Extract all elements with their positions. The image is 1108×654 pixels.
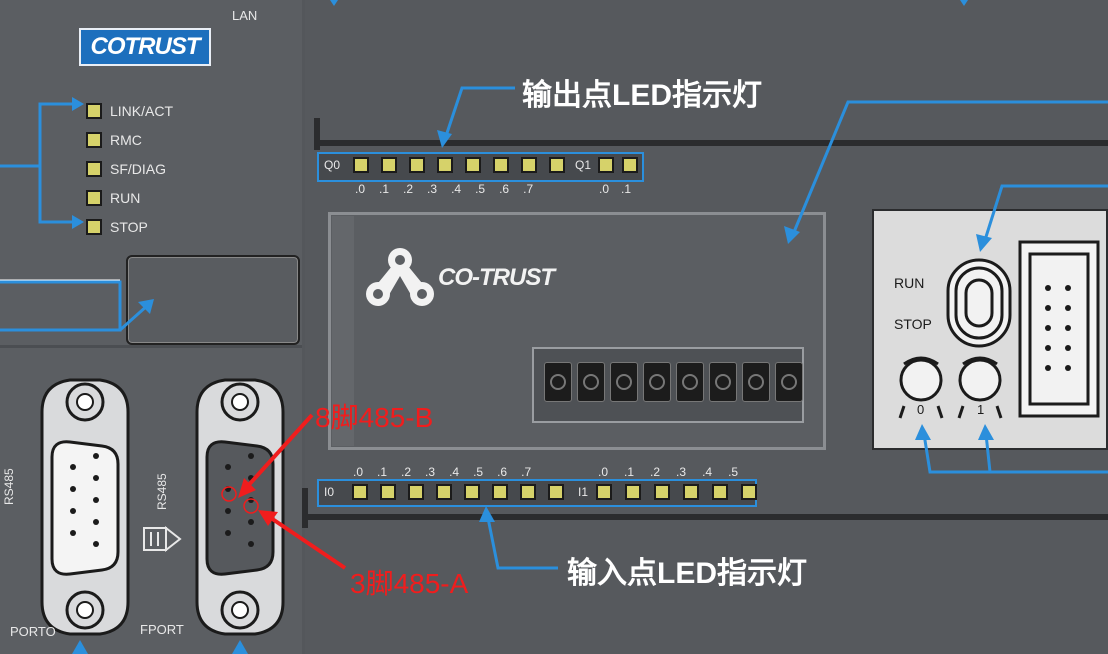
terminal-screw[interactable] [709,362,737,402]
fport-label: FPORT [140,622,184,637]
q1-led-row [598,157,638,173]
i0-led [380,484,396,500]
q0-led [465,157,481,173]
i1-led [683,484,699,500]
port-symbol-icon [143,525,182,553]
pin3-annotation: 3脚485-A [350,568,469,599]
terminal-screw[interactable] [742,362,770,402]
q0-led [409,157,425,173]
i1-label: I1 [578,485,589,499]
rail-bottom [302,514,1108,520]
q1-label: Q1 [575,158,592,172]
rail-left-bottom [302,488,308,528]
q0-led-row [353,157,565,173]
i1-ticks: .0.1 .2.3 .4.5 [598,465,739,479]
i0-led [408,484,424,500]
terminal-screw[interactable] [577,362,605,402]
led-icon [86,189,102,206]
indicator-stop: STOP [86,212,173,241]
co-trust-brand: CO-TRUST [438,264,555,291]
indicator-run: RUN [86,183,173,212]
q0-led [353,157,369,173]
terminal-screw[interactable] [676,362,704,402]
indicator-link-act: LINK/ACT [86,96,173,125]
q0-led [437,157,453,173]
q0-label: Q0 [324,158,341,172]
i0-led [548,484,564,500]
i0-led [352,484,368,500]
i1-led [596,484,612,500]
i1-led [712,484,728,500]
terminal-row [544,362,803,402]
i0-led-row [352,484,564,500]
porto-label: PORTO [10,624,56,639]
i0-led [436,484,452,500]
expansion-connector[interactable] [1018,240,1100,418]
label-window-edge [332,216,354,446]
i1-led-row [596,484,757,500]
porto-connector[interactable] [30,372,140,642]
pin8-annotation: 8脚485-B [315,402,434,433]
lan-label: LAN [232,8,258,23]
pot-1-label: 1 [977,402,985,417]
i0-led [464,484,480,500]
terminal-screw[interactable] [610,362,638,402]
q0-led [493,157,509,173]
led-icon [86,131,102,148]
terminal-screw[interactable] [643,362,671,402]
panel-divider [0,345,302,348]
i1-led [654,484,670,500]
q1-led [622,157,638,173]
switch-run-label: RUN [894,275,925,291]
pot-1-icon[interactable] [955,350,1007,422]
pot-0-icon[interactable] [896,350,948,422]
output-led-title: 输出点LED指示灯 [522,79,762,112]
q0-led [381,157,397,173]
run-stop-switch[interactable] [944,256,1014,350]
indicator-sf-diag: SF/DIAG [86,154,173,183]
input-led-title: 输入点LED指示灯 [567,557,807,590]
bottom-arrows [72,640,248,654]
rail-left-top [314,118,320,150]
pot-0-label: 0 [917,402,925,417]
i0-ticks: .0.1 .2.3 .4.5 .6.7 [353,465,532,479]
q1-ticks: .0.1 [599,182,632,196]
led-icon [86,160,102,177]
led-icon [86,102,102,119]
cotrust-logo: COTRUST [79,28,211,66]
i1-led [625,484,641,500]
q0-led [549,157,565,173]
terminal-screw[interactable] [544,362,572,402]
q0-ticks: .0.1 .2.3 .4.5 .6.7 [355,182,534,196]
terminal-screw[interactable] [775,362,803,402]
left-arrows [0,97,154,332]
indicator-rmc: RMC [86,125,173,154]
switch-stop-label: STOP [894,316,932,332]
q0-led [521,157,537,173]
i0-led [492,484,508,500]
co-trust-logo-icon [366,248,434,306]
i0-led [520,484,536,500]
i1-led [741,484,757,500]
i0-label: I0 [324,485,335,499]
card-slot [126,255,300,345]
led-icon [86,218,102,235]
q1-led [598,157,614,173]
status-indicator-list: LINK/ACT RMC SF/DIAG RUN STOP [86,96,173,241]
rail-top [314,140,1108,146]
